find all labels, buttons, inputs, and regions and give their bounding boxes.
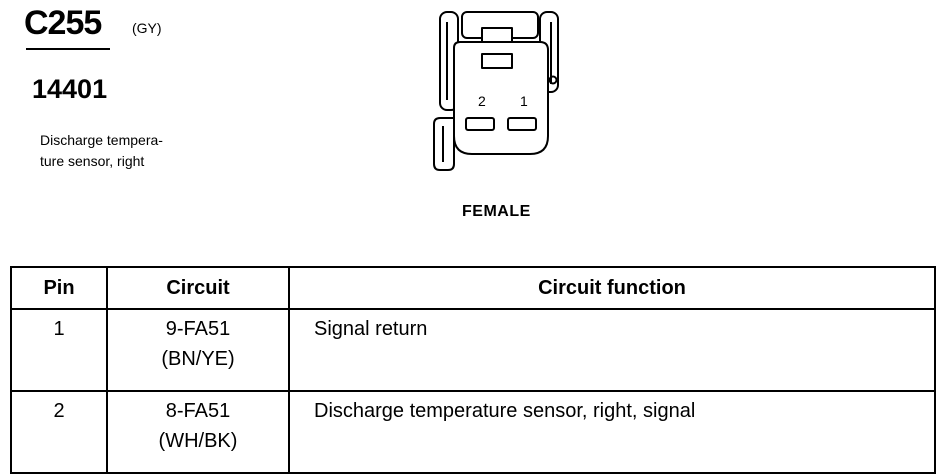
circuit-id: 8-FA51 bbox=[165, 400, 231, 422]
cavity-label-1: 1 bbox=[520, 93, 528, 109]
circuit-cell: 8-FA51 (WH/BK) bbox=[106, 390, 290, 474]
keyway bbox=[481, 53, 513, 69]
latch-pin bbox=[548, 75, 558, 85]
connector-face-diagram: 2 1 bbox=[433, 11, 559, 171]
cavity-1 bbox=[507, 117, 537, 131]
component-description: Discharge tempera- ture sensor, right bbox=[40, 130, 163, 172]
circuit-function: Signal return bbox=[288, 308, 936, 392]
table-row: 1 9-FA51 (BN/YE) Signal return bbox=[10, 308, 936, 392]
circuit-cell: 9-FA51 (BN/YE) bbox=[106, 308, 290, 392]
connector-gender-label: FEMALE bbox=[462, 203, 531, 220]
wire-color: (BN/YE) bbox=[161, 348, 235, 370]
pin-number: 1 bbox=[10, 308, 108, 392]
connector-id-underline bbox=[26, 48, 110, 50]
connector-body bbox=[453, 41, 549, 155]
connector-color: (GY) bbox=[132, 20, 162, 36]
part-number: 14401 bbox=[32, 74, 108, 104]
circuit-id: 9-FA51 bbox=[165, 318, 231, 340]
cavity-label-2: 2 bbox=[478, 93, 486, 109]
wire-color: (WH/BK) bbox=[158, 430, 238, 452]
connector-id: C255 bbox=[24, 4, 102, 42]
pinout-table: Pin Circuit Circuit function 1 9-FA51 (B… bbox=[10, 266, 936, 474]
cavity-2 bbox=[465, 117, 495, 131]
circuit-function: Discharge temperature sensor, right, sig… bbox=[288, 390, 936, 474]
pin-number: 2 bbox=[10, 390, 108, 474]
header-circuit: Circuit bbox=[106, 266, 290, 310]
table-row: 2 8-FA51 (WH/BK) Discharge temperature s… bbox=[10, 390, 936, 474]
header-pin: Pin bbox=[10, 266, 108, 310]
description-line: Discharge tempera- bbox=[40, 132, 163, 148]
table-header-row: Pin Circuit Circuit function bbox=[10, 266, 936, 310]
header-circuit-function: Circuit function bbox=[288, 266, 936, 310]
description-line: ture sensor, right bbox=[40, 153, 145, 169]
